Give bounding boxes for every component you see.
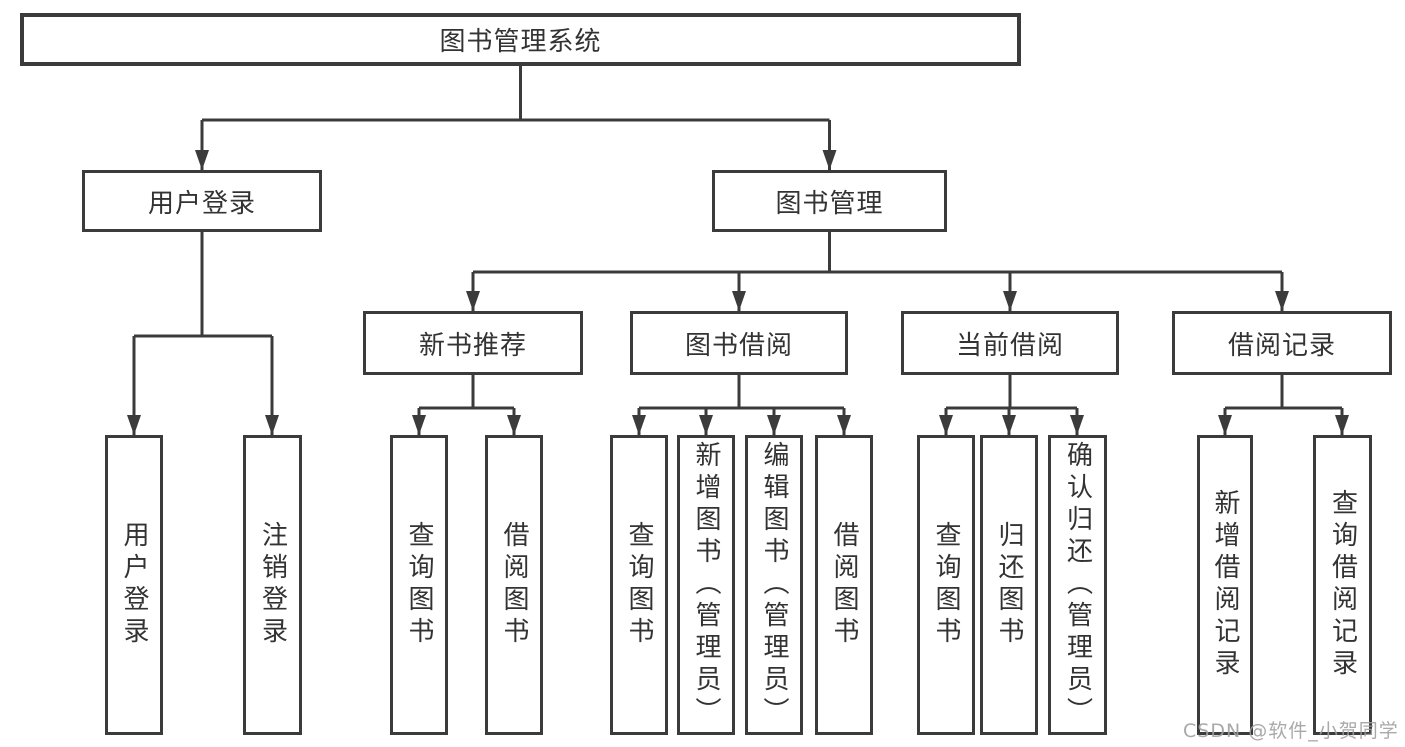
node-book-mgmt: 图书管理 xyxy=(712,170,947,232)
node-new-book-recommend-label: 新书推荐 xyxy=(418,330,527,361)
leaf-borrow-add-books-label: 新增图书（管理员） xyxy=(691,441,721,729)
node-borrow-records: 借阅记录 xyxy=(1172,311,1392,375)
node-user-login-label: 用户登录 xyxy=(147,188,256,219)
node-user-login: 用户登录 xyxy=(82,170,322,232)
arrowhead xyxy=(837,415,851,435)
node-root: 图书管理系统 xyxy=(20,13,1021,66)
node-new-book-recommend: 新书推荐 xyxy=(363,311,583,375)
arrowhead xyxy=(127,415,141,435)
arrowhead xyxy=(699,415,713,435)
leaf-borrow-add-books: 新增图书（管理员） xyxy=(677,435,735,735)
leaf-borrow-query-books: 查询图书 xyxy=(610,435,668,735)
leaf-recommend-borrow-books: 借阅图书 xyxy=(485,435,543,735)
connector-book-borrow-to-leaves xyxy=(632,375,851,435)
node-book-mgmt-label: 图书管理 xyxy=(775,188,884,219)
arrowhead xyxy=(507,415,521,435)
leaf-records-add-record: 新增借阅记录 xyxy=(1197,435,1253,735)
node-current-borrow-label: 当前借阅 xyxy=(955,330,1064,361)
node-current-borrow: 当前借阅 xyxy=(901,311,1119,375)
arrowhead xyxy=(939,415,953,435)
arrowhead xyxy=(1070,415,1084,435)
arrowhead xyxy=(822,150,837,170)
arrowhead xyxy=(1335,415,1349,435)
arrowhead xyxy=(1218,415,1232,435)
leaf-recommend-query-books-label: 查询图书 xyxy=(404,521,434,649)
arrowhead xyxy=(767,415,781,435)
leaf-user-login-label: 用户登录 xyxy=(119,521,149,649)
connector-borrow-records-to-leaves xyxy=(1218,375,1349,435)
connector-new-book-rec-to-leaves xyxy=(412,375,521,435)
arrowhead xyxy=(1002,415,1016,435)
node-book-borrow-label: 图书借阅 xyxy=(684,330,793,361)
csdn-watermark: CSDN @软件_小贺同学 xyxy=(1183,720,1399,742)
leaf-records-add-record-label: 新增借阅记录 xyxy=(1210,489,1240,681)
arrowhead xyxy=(1275,291,1289,311)
leaf-records-query-record-label: 查询借阅记录 xyxy=(1327,489,1358,681)
leaf-current-confirm-return-label: 确认归还（管理员） xyxy=(1062,441,1093,729)
node-borrow-records-label: 借阅记录 xyxy=(1227,330,1336,361)
arrowhead xyxy=(1003,291,1017,311)
leaf-records-query-record: 查询借阅记录 xyxy=(1313,435,1372,735)
connector-book-mgmt-to-level3 xyxy=(466,232,1289,311)
leaf-current-return-books-label: 归还图书 xyxy=(994,521,1024,649)
leaf-current-query-books: 查询图书 xyxy=(917,435,975,735)
leaf-borrow-borrow-books: 借阅图书 xyxy=(815,435,873,735)
leaf-current-query-books-label: 查询图书 xyxy=(931,521,961,649)
leaf-current-confirm-return: 确认归还（管理员） xyxy=(1048,435,1107,735)
connector-root-to-level2 xyxy=(195,66,837,170)
arrowhead xyxy=(412,415,426,435)
leaf-recommend-borrow-books-label: 借阅图书 xyxy=(499,521,529,649)
node-book-borrow: 图书借阅 xyxy=(630,311,848,375)
leaf-logout-label: 注销登录 xyxy=(257,521,288,649)
leaf-user-login: 用户登录 xyxy=(105,435,163,735)
arrowhead xyxy=(466,291,480,311)
arrowhead xyxy=(195,150,209,170)
leaf-borrow-edit-books-label: 编辑图书（管理员） xyxy=(759,441,789,729)
arrowhead xyxy=(265,415,279,435)
leaf-recommend-query-books: 查询图书 xyxy=(390,435,448,735)
connector-current-borrow-to-leaves xyxy=(939,375,1084,435)
arrowhead xyxy=(732,291,746,311)
leaf-borrow-edit-books: 编辑图书（管理员） xyxy=(745,435,803,735)
connector-user-login-to-leaves xyxy=(127,232,279,435)
leaf-borrow-query-books-label: 查询图书 xyxy=(624,521,654,649)
leaf-current-return-books: 归还图书 xyxy=(980,435,1038,735)
arrowhead xyxy=(632,415,646,435)
leaf-borrow-borrow-books-label: 借阅图书 xyxy=(829,521,859,649)
leaf-logout: 注销登录 xyxy=(243,435,302,735)
node-root-label: 图书管理系统 xyxy=(439,27,602,57)
